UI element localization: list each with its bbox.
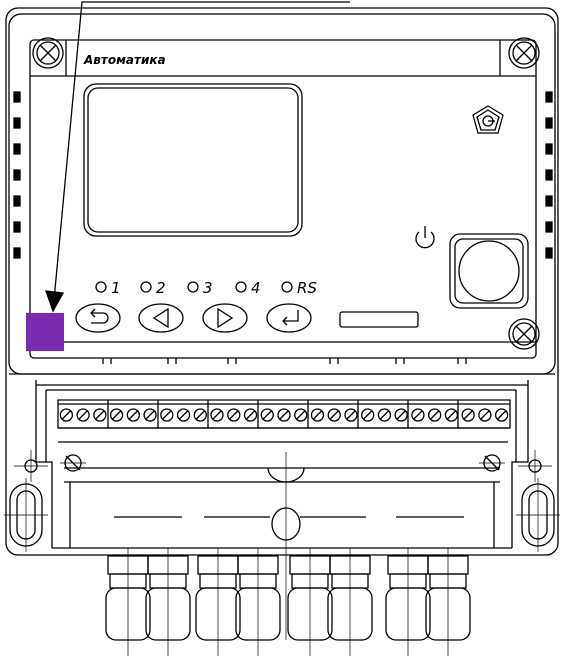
inner-frame: [30, 40, 536, 358]
terminal-screw: [395, 409, 407, 421]
terminal-screw: [178, 409, 190, 421]
indicator-label-3: 3: [203, 279, 213, 297]
terminal-screw: [345, 409, 357, 421]
terminal-screw: [479, 409, 491, 421]
cover-screw: [60, 455, 86, 471]
terminal-screw: [94, 409, 106, 421]
terminal-screw: [211, 409, 223, 421]
terminal-compartment: [36, 380, 528, 640]
pointer-line: [54, 2, 350, 300]
certification-mark-icon: [473, 106, 503, 133]
indicator-label-4: 4: [251, 279, 261, 297]
terminal-screw: [194, 409, 206, 421]
terminal-screw: [295, 409, 307, 421]
terminal-screw: [60, 409, 72, 421]
terminal-screw: [429, 409, 441, 421]
enter-arrow-icon: [283, 310, 298, 325]
terminal-screw-row: [60, 409, 507, 421]
terminal-screw: [161, 409, 173, 421]
return-arrow-icon: [91, 309, 108, 323]
indicator-label-1: 1: [111, 279, 121, 297]
side-ribs: [14, 92, 552, 258]
enter-button[interactable]: [267, 304, 311, 332]
indicator-led: [141, 282, 151, 292]
front-panel: [9, 14, 555, 374]
cable-gland: [196, 548, 240, 656]
corner-screw: [509, 38, 539, 68]
right-button[interactable]: [203, 304, 247, 332]
highlight-marker: [26, 313, 64, 351]
power-icon: [416, 226, 434, 248]
terminal-screw: [328, 409, 340, 421]
cable-gland: [328, 548, 372, 656]
side-hole: [518, 450, 552, 482]
mounting-hole: [4, 478, 48, 552]
terminal-screw: [496, 409, 508, 421]
indicator-led: [96, 282, 106, 292]
cable-gland: [236, 548, 280, 656]
terminal-screw: [144, 409, 156, 421]
terminal-screw: [378, 409, 390, 421]
indicator-led: [282, 282, 292, 292]
cable-gland: [146, 548, 190, 656]
cable-gland: [106, 548, 150, 656]
cable-gland: [426, 548, 470, 656]
left-button[interactable]: [139, 304, 183, 332]
terminal-screw: [127, 409, 139, 421]
indicator-label-2: 2: [156, 279, 166, 297]
terminal-screw: [111, 409, 123, 421]
terminal-screw: [362, 409, 374, 421]
terminal-screw: [311, 409, 323, 421]
terminal-screw: [77, 409, 89, 421]
cable-gland: [288, 548, 332, 656]
side-hole: [14, 450, 48, 482]
panel-tabs: [103, 358, 466, 364]
terminal-screw: [412, 409, 424, 421]
brand-label: Автоматика: [83, 53, 166, 67]
terminal-screw: [445, 409, 457, 421]
cable-glands: [106, 548, 470, 656]
terminal-screw: [261, 409, 273, 421]
triangle-left-icon: [154, 309, 168, 327]
terminal-screw: [228, 409, 240, 421]
triangle-right-icon: [218, 309, 232, 327]
indicator-led: [236, 282, 246, 292]
terminal-block: [58, 400, 510, 428]
cover-screw: [479, 455, 505, 471]
corner-screw: [33, 38, 63, 68]
label-slot: [340, 312, 418, 327]
housing-outline: [6, 8, 558, 555]
terminal-screw: [278, 409, 290, 421]
power-button[interactable]: [450, 234, 528, 308]
terminal-screw: [462, 409, 474, 421]
corner-screw: [509, 319, 539, 349]
cable-gland: [386, 548, 430, 656]
mounting-hole: [516, 478, 560, 552]
terminal-screw: [245, 409, 257, 421]
pointer-arrowhead: [46, 291, 63, 311]
indicator-led: [188, 282, 198, 292]
back-button[interactable]: [76, 304, 120, 332]
indicator-label-rs: RS: [297, 279, 317, 297]
display-window: [84, 84, 302, 236]
